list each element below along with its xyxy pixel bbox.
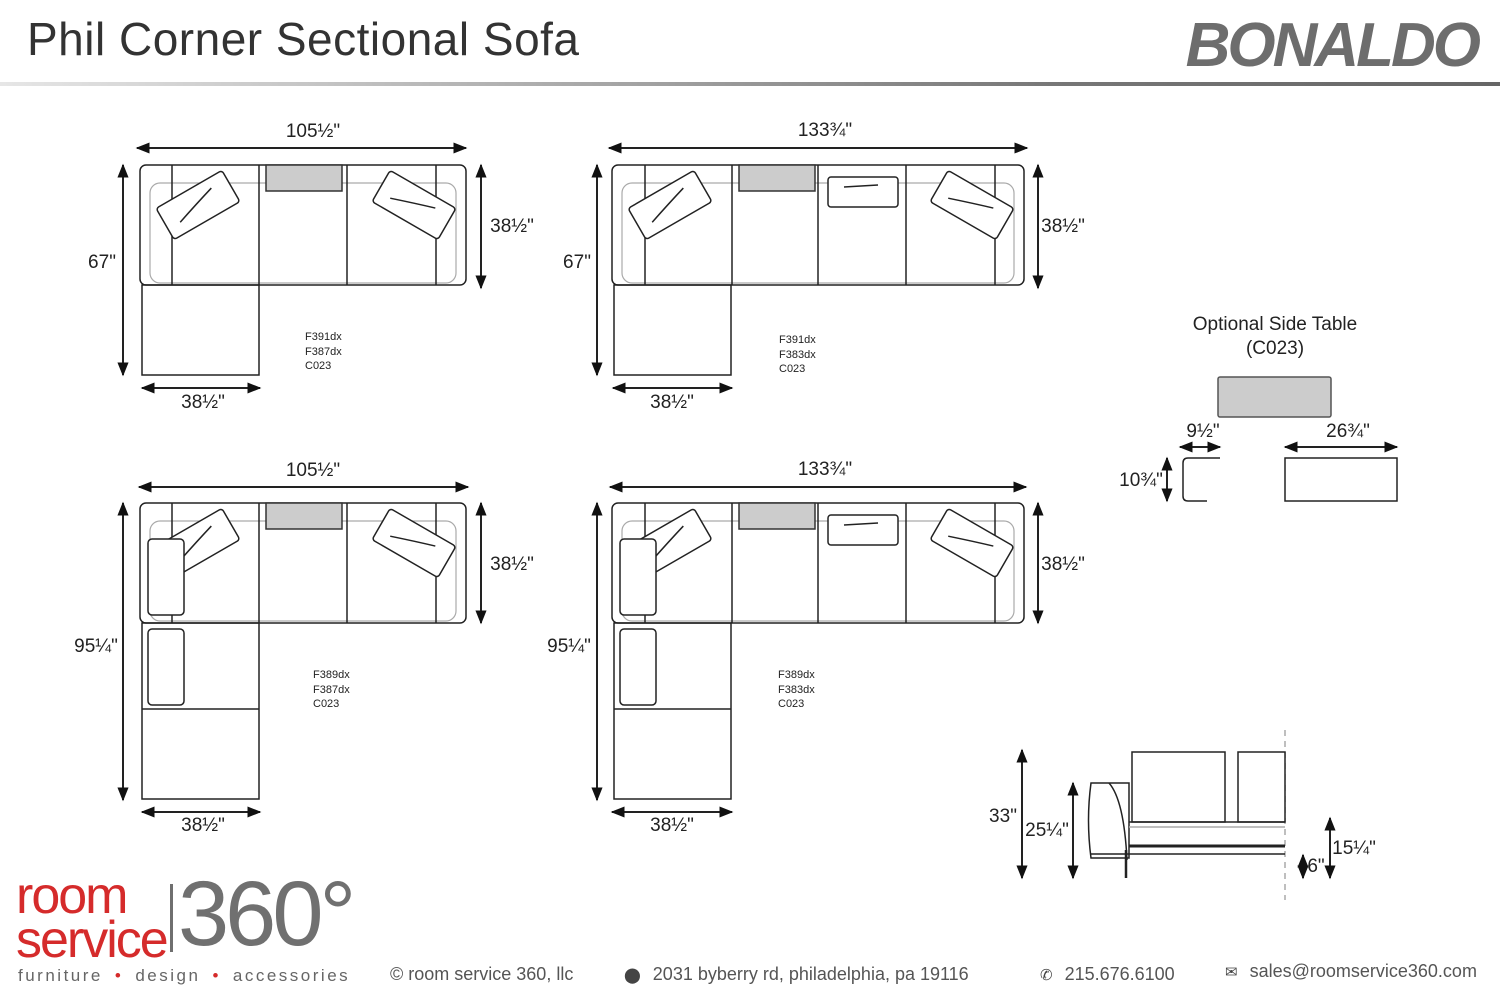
back-cushion	[1237, 751, 1286, 823]
pillow	[827, 514, 899, 546]
pillow	[930, 170, 1014, 240]
dim-chaise-width: 38½"	[650, 815, 694, 836]
dim-width: 105½"	[285, 121, 341, 142]
bonaldo-logo: BONALDO	[1185, 11, 1481, 80]
address: ⬤2031 byberry rd, philadelphia, pa 19116	[624, 964, 969, 984]
side-table-front-view	[1284, 457, 1398, 502]
dim-chaise-width: 38½"	[181, 392, 225, 413]
dim-width: 133¾"	[797, 459, 853, 480]
chaise-section	[613, 284, 732, 376]
pillow	[147, 628, 185, 706]
chaise-section	[613, 622, 732, 800]
pillow	[372, 170, 456, 240]
elevation-leg-height: 6"	[1307, 856, 1325, 877]
pillow	[827, 176, 899, 208]
dim-back-depth: 38½"	[490, 216, 534, 237]
pillow	[156, 170, 240, 240]
side-table-top	[265, 164, 343, 192]
side-table-plan	[1217, 376, 1332, 418]
side-table-depth: 9½"	[1186, 421, 1220, 442]
side-table-width: 26¾"	[1326, 421, 1370, 442]
pillow	[930, 508, 1014, 578]
side-table-top	[265, 502, 343, 530]
map-pin-icon: ⬤	[624, 967, 641, 984]
dim-width: 133¾"	[797, 120, 853, 141]
pillow	[147, 538, 185, 616]
pillow-crease	[843, 522, 879, 526]
elevation-total-height: 33"	[989, 806, 1017, 827]
elevation-seat-height: 15¼"	[1332, 838, 1376, 859]
dim-depth: 95¼"	[74, 636, 118, 657]
email[interactable]: ✉sales@roomservice360.com	[1225, 961, 1477, 981]
pillow	[628, 170, 712, 240]
chaise-section	[141, 622, 260, 800]
dim-depth: 67"	[88, 252, 116, 273]
tagline: furniture•design•accessories	[18, 966, 351, 985]
pillow	[372, 508, 456, 578]
dim-back-depth: 38½"	[1041, 216, 1085, 237]
side-table-top	[738, 502, 816, 530]
pillow	[619, 628, 657, 706]
logo-divider	[170, 884, 173, 952]
dim-depth: 95¼"	[547, 636, 591, 657]
side-table-side-view	[1182, 457, 1220, 502]
dim-width: 105½"	[285, 460, 341, 481]
dim-back-depth: 38½"	[1041, 554, 1085, 575]
side-table-top	[738, 164, 816, 192]
elevation-arm-height: 25¼"	[1025, 820, 1069, 841]
side-table-title: Optional Side Table(C023)	[1192, 314, 1358, 359]
logo-360: 360°	[178, 863, 356, 965]
dim-chaise-width: 38½"	[650, 392, 694, 413]
pillow	[619, 538, 657, 616]
copyright: © room service 360, llc	[390, 964, 574, 984]
header-divider	[0, 82, 1500, 86]
chaise-section	[141, 284, 260, 376]
dim-depth: 67"	[563, 252, 591, 273]
pillow-crease	[843, 184, 879, 188]
envelope-icon: ✉	[1225, 964, 1238, 981]
dim-back-depth: 38½"	[490, 554, 534, 575]
phone[interactable]: ✆215.676.6100	[1040, 964, 1175, 984]
page-title: Phil Corner Sectional Sofa	[27, 13, 580, 65]
phone-icon: ✆	[1040, 967, 1053, 984]
back-cushion	[1131, 751, 1226, 823]
side-table-height: 10¾"	[1119, 470, 1163, 491]
dim-chaise-width: 38½"	[181, 815, 225, 836]
armrest-curve	[1108, 782, 1128, 861]
